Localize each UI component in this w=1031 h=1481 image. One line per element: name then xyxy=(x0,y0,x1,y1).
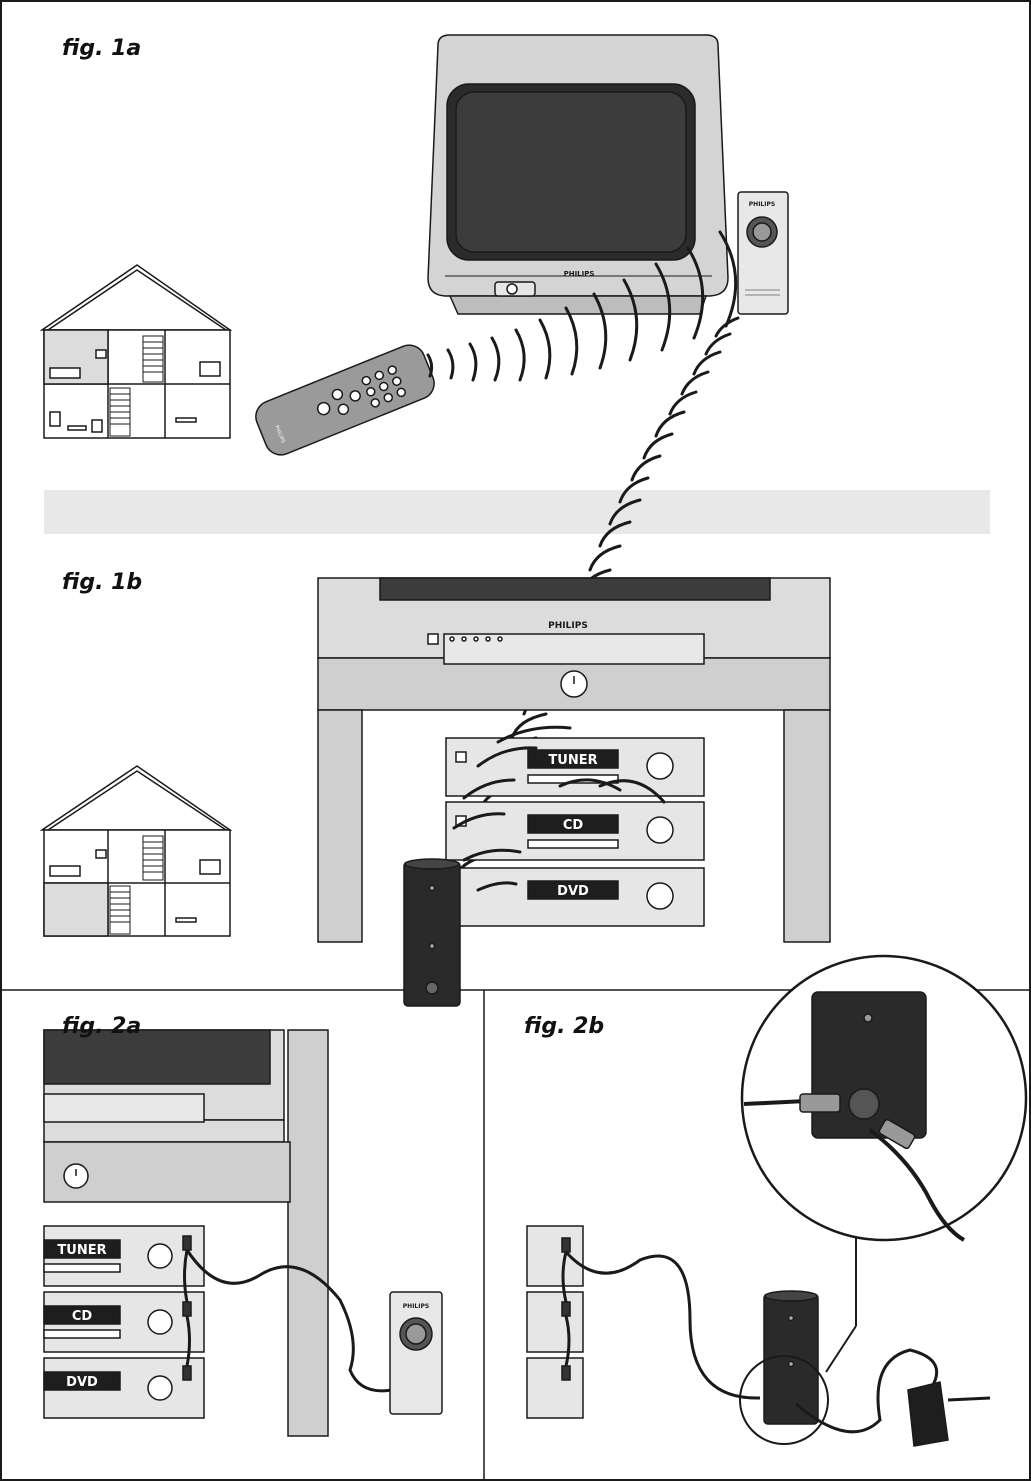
setup-illustration-2b xyxy=(526,954,1028,1447)
transmitter-unit-1a xyxy=(737,191,789,315)
house-illustration-1b xyxy=(39,765,233,937)
receiver-unit-1b xyxy=(403,858,461,1007)
separator-band xyxy=(44,490,990,534)
remote-control xyxy=(255,344,435,456)
fig-1b-label: fig. 1b xyxy=(62,570,143,595)
dvd-label-1b: DVD xyxy=(557,884,589,899)
tv-set xyxy=(427,34,729,315)
fig-2a-label: fig. 2a xyxy=(62,1014,142,1039)
tuner-label-1b: TUNER xyxy=(548,753,597,768)
tv-brand-text: PHILIPS xyxy=(564,270,595,278)
tv-stand-1b xyxy=(317,577,831,943)
ir-waves-stack xyxy=(452,725,666,892)
house-illustration-1a xyxy=(39,264,233,439)
transmitter-brand-text-2a: PHILIPS xyxy=(403,1303,429,1310)
stand-brand-text: PHILIPS xyxy=(548,621,588,631)
dvd-label-2a: DVD xyxy=(66,1375,98,1390)
setup-illustration-2a xyxy=(43,1029,443,1437)
tuner-label-2a: TUNER xyxy=(57,1243,106,1258)
ir-waves-remote xyxy=(426,230,738,382)
fig-2b-label: fig. 2b xyxy=(524,1014,605,1039)
cd-label-1b: CD xyxy=(563,818,584,833)
fig-1a-label: fig. 1a xyxy=(62,36,142,61)
cd-label-2a: CD xyxy=(72,1309,93,1324)
transmitter-brand-text: PHILIPS xyxy=(749,201,775,208)
